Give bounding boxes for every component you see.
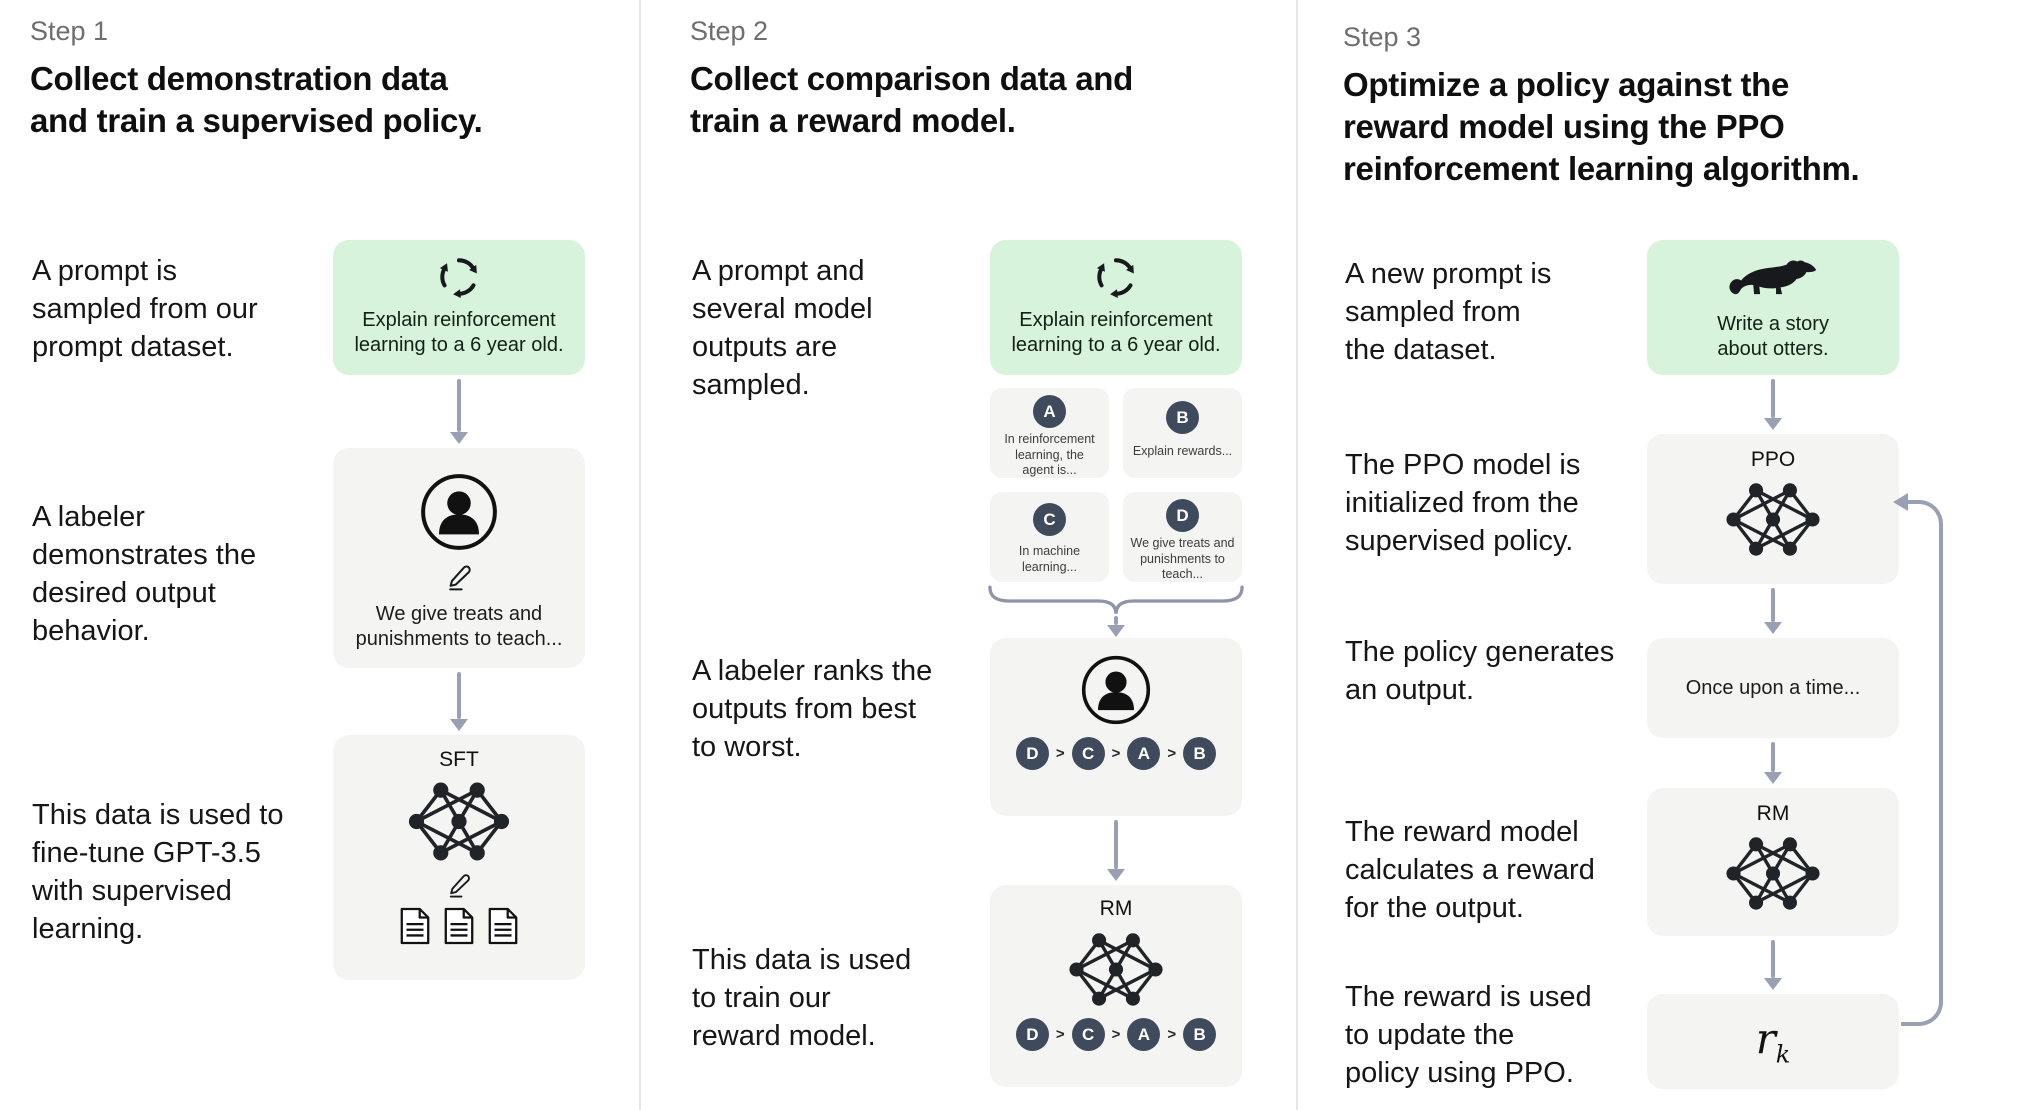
step-3-caption-update: The reward is used to update the policy … — [1345, 981, 1592, 1089]
output-box-c: C In machine learning... — [990, 492, 1109, 582]
down-arrow — [1104, 820, 1128, 881]
labeler-person-icon — [421, 474, 497, 550]
down-arrow — [1761, 940, 1785, 990]
rank-chip: C — [1071, 1018, 1105, 1051]
output-text: In machine learning... — [1018, 544, 1081, 574]
generated-output-text: Once upon a time... — [1685, 676, 1861, 699]
down-arrow — [1104, 616, 1128, 637]
step-1-title: Collect demonstration data and train a s… — [30, 60, 483, 139]
down-arrow — [1761, 742, 1785, 784]
curly-brace-icon — [988, 585, 1244, 614]
documents-row — [398, 906, 520, 946]
pencil-icon — [449, 874, 470, 898]
rank-chip: B — [1183, 1018, 1217, 1051]
demonstration-text: We give treats and punishments to teach.… — [355, 603, 563, 650]
rank-separator: > — [1167, 1026, 1177, 1043]
rank-chip: D — [1015, 1018, 1049, 1051]
rm-label: RM — [1099, 897, 1133, 920]
step-3-caption-prompt: A new prompt is sampled from the dataset… — [1345, 258, 1552, 366]
neural-network-icon — [407, 780, 511, 863]
down-arrow — [447, 379, 471, 444]
output-box-d: D We give treats and punishments to teac… — [1123, 492, 1242, 582]
rank-chip: B — [1183, 737, 1217, 770]
column-divider-1 — [639, 0, 641, 1110]
rank-chip: D — [1015, 737, 1049, 770]
cycle-arrows-icon — [437, 255, 481, 299]
feedback-loop-arrow — [1901, 500, 1943, 1026]
cycle-arrows-icon — [1094, 255, 1138, 299]
rank-chip: A — [1127, 737, 1161, 770]
rank-chip: C — [1071, 737, 1105, 770]
step-1-caption-labeler: A labeler demonstrates the desired outpu… — [32, 501, 257, 647]
rank-chip: A — [1127, 1018, 1161, 1051]
step-2-prompt-box: Explain reinforcement learning to a 6 ye… — [990, 240, 1242, 375]
ppo-label: PPO — [1750, 448, 1796, 471]
step-3-prompt-box: Write a story about otters. — [1647, 240, 1899, 375]
document-icon — [488, 907, 518, 945]
output-text: In reinforcement learning, the agent is.… — [1004, 432, 1095, 477]
pencil-icon — [449, 565, 471, 591]
step-2-ranking-box: D > C > A > B — [990, 638, 1242, 816]
otter-icon — [1729, 260, 1817, 295]
step-3-output-box: Once upon a time... — [1647, 638, 1899, 738]
column-divider-2 — [1296, 0, 1298, 1110]
step-2-title: Collect comparison data and train a rewa… — [690, 60, 1133, 139]
output-text: We give treats and punishments to teach.… — [1130, 536, 1235, 581]
output-badge: B — [1166, 401, 1199, 434]
step-2-caption-prompt: A prompt and several model outputs are s… — [692, 255, 873, 401]
step-3-reward-value-box: rk — [1647, 994, 1899, 1089]
step-1-sft-model-box: SFT — [333, 735, 585, 980]
output-text: Explain rewards... — [1132, 444, 1233, 458]
output-badge: C — [1033, 503, 1066, 536]
step-1-caption-data: This data is used to fine-tune GPT-3.5 w… — [32, 799, 284, 945]
labeler-person-icon — [1081, 655, 1151, 725]
sft-label: SFT — [439, 748, 479, 771]
step-3-caption-output: The policy generates an output. — [1345, 636, 1615, 706]
step-1-prompt-box: Explain reinforcement learning to a 6 ye… — [333, 240, 585, 375]
output-box-b: B Explain rewards... — [1123, 388, 1242, 478]
ranking-row: D > C > A > B — [1015, 1018, 1217, 1051]
step-3-reward-model-box: RM — [1647, 788, 1899, 936]
rm-label: RM — [1756, 802, 1790, 825]
step-3-title: Optimize a policy against the reward mod… — [1343, 66, 1860, 187]
step-1-caption-prompt: A prompt is sampled from our prompt data… — [32, 255, 258, 363]
step-2-label: Step 2 — [690, 16, 769, 46]
step-3-caption-init: The PPO model is initialized from the su… — [1345, 449, 1581, 557]
step-2-caption-data: This data is used to train our reward mo… — [692, 944, 912, 1052]
rank-separator: > — [1167, 745, 1177, 762]
rank-separator: > — [1055, 745, 1065, 762]
neural-network-icon — [1724, 481, 1822, 558]
neural-network-icon — [1067, 931, 1165, 1008]
step-1-label: Step 1 — [30, 16, 109, 46]
rank-separator: > — [1111, 745, 1121, 762]
down-arrow — [1761, 379, 1785, 430]
output-badge: D — [1166, 499, 1199, 532]
output-box-a: A In reinforcement learning, the agent i… — [990, 388, 1109, 478]
neural-network-icon — [1724, 835, 1822, 912]
feedback-loop-arrowhead — [1893, 493, 1908, 511]
prompt-text: Explain reinforcement learning to a 6 ye… — [1011, 309, 1221, 356]
ranking-row: D > C > A > B — [1015, 737, 1217, 770]
down-arrow — [1761, 588, 1785, 634]
rank-separator: > — [1055, 1026, 1065, 1043]
reward-value: rk — [1755, 1014, 1791, 1069]
step-1-labeler-box: We give treats and punishments to teach.… — [333, 448, 585, 668]
document-icon — [444, 907, 474, 945]
prompt-text: Write a story about otters. — [1717, 313, 1829, 360]
step-3-label: Step 3 — [1343, 22, 1422, 52]
document-icon — [400, 907, 430, 945]
rank-separator: > — [1111, 1026, 1121, 1043]
step-3-ppo-box: PPO — [1647, 434, 1899, 584]
step-3-caption-reward: The reward model calculates a reward for… — [1345, 816, 1595, 924]
prompt-text: Explain reinforcement learning to a 6 ye… — [354, 309, 564, 356]
step-2-caption-rank: A labeler ranks the outputs from best to… — [692, 655, 933, 763]
down-arrow — [447, 672, 471, 731]
step-2-reward-model-box: RM D > C > A > B — [990, 885, 1242, 1087]
output-badge: A — [1033, 395, 1066, 428]
